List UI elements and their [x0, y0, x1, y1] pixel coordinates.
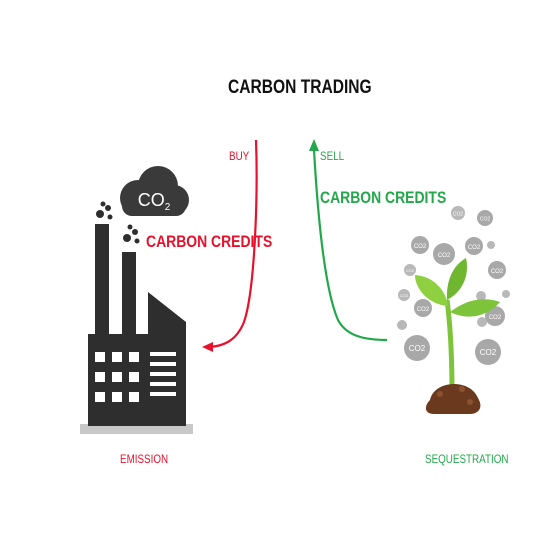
sequestration-label: SEQUESTRATION	[425, 452, 509, 466]
svg-text:CO2: CO2	[400, 293, 409, 298]
plant-sprout-icon	[415, 258, 500, 414]
svg-text:CO2: CO2	[491, 269, 504, 275]
buy-label: BUY	[229, 149, 250, 163]
arrow-down-left-icon	[202, 139, 258, 352]
arrow-up-icon	[309, 139, 388, 342]
svg-text:CO2: CO2	[480, 217, 491, 223]
svg-text:CO2: CO2	[489, 315, 502, 321]
carbon-credits-buy-label: CARBON CREDITS	[146, 232, 273, 251]
svg-text:CO2: CO2	[438, 253, 451, 259]
svg-text:CO2: CO2	[453, 212, 464, 218]
co2-cloud-icon: CO2	[120, 166, 189, 216]
sell-label: SELL	[320, 149, 345, 163]
svg-text:CO2: CO2	[406, 268, 415, 273]
svg-text:CO2: CO2	[417, 307, 430, 313]
emission-label: EMISSION	[120, 452, 169, 466]
svg-text:CO2: CO2	[409, 344, 426, 353]
carbon-credits-sell-label: CARBON CREDITS	[320, 188, 447, 207]
smoke-puffs	[96, 201, 140, 244]
svg-text:CO2: CO2	[414, 244, 427, 250]
svg-text:CO2: CO2	[480, 348, 497, 357]
svg-text:CO2: CO2	[138, 190, 171, 213]
svg-text:CO2: CO2	[468, 245, 481, 251]
factory-icon	[80, 224, 193, 434]
page-title: CARBON TRADING	[228, 77, 372, 98]
co2-bubble-icon: CO2 CO2 CO2 CO2 CO2 CO2 CO2 CO2 CO2 CO2 …	[397, 206, 510, 365]
